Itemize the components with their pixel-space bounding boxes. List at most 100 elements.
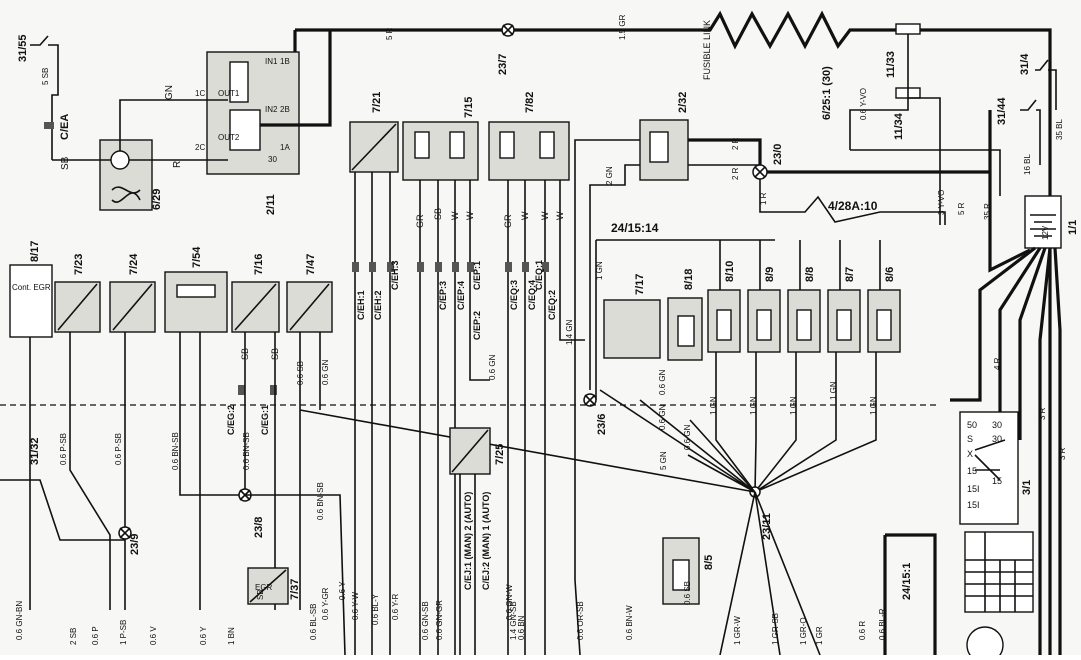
svg-text:W: W: [520, 211, 530, 220]
label-7-15: 7/15: [463, 97, 475, 118]
gn-label: GN: [164, 85, 175, 100]
main-feed-wire: [295, 10, 1052, 655]
svg-text:0.6 P-SB: 0.6 P-SB: [114, 433, 123, 465]
svg-text:0.6 GN: 0.6 GN: [488, 354, 497, 380]
label-7-37: 7/37: [289, 579, 301, 600]
fan-motor-symbol: [110, 150, 130, 170]
label-7-17: 7/17: [634, 274, 646, 295]
svg-text:C/EG:2: C/EG:2: [226, 405, 236, 435]
valve-8-18-coil: [677, 315, 695, 347]
label-7-16: 7/16: [253, 254, 265, 275]
battery-bundle-5: [1053, 247, 1062, 655]
battery-1-1: [1024, 195, 1062, 249]
svg-text:3 R: 3 R: [1058, 447, 1067, 460]
wire-7-82-d: [559, 180, 585, 341]
svg-text:0.6 SB: 0.6 SB: [296, 361, 305, 385]
sensor-7-15-element-2: [449, 131, 465, 159]
label-2-11: 2/11: [265, 194, 277, 215]
injectors: [707, 289, 901, 353]
svg-text:1 GN: 1 GN: [709, 396, 718, 415]
label-8-8: 8/8: [804, 267, 816, 282]
svg-text:W: W: [540, 211, 550, 220]
svg-text:35 R: 35 R: [983, 203, 992, 220]
label-8-6: 8/6: [884, 267, 896, 282]
egr-small-label: EGR: [255, 583, 273, 592]
sensor-7-21-diag: [351, 123, 397, 171]
label-1-1: 1/1: [1067, 220, 1079, 235]
feed-35r: [988, 110, 1031, 273]
svg-text:4 R: 4 R: [993, 357, 1002, 370]
svg-text:15I: 15I: [967, 484, 980, 494]
splice-23-0-cross: [754, 166, 766, 178]
svg-text:0.6 P-SB: 0.6 P-SB: [59, 433, 68, 465]
svg-text:1 P-SB: 1 P-SB: [119, 620, 128, 645]
svg-text:1 GR-W: 1 GR-W: [733, 616, 742, 645]
svg-text:C/EJ:1 (MAN) 2 (AUTO): C/EJ:1 (MAN) 2 (AUTO): [463, 492, 473, 590]
splice-23-6-cross: [584, 394, 596, 406]
label-7-24: 7/24: [128, 253, 140, 275]
svg-text:SB: SB: [240, 348, 250, 360]
label-4-28a-10: 4/28A:10: [828, 199, 878, 213]
svg-text:0.6 BL-R: 0.6 BL-R: [878, 608, 887, 640]
svg-text:5 SB: 5 SB: [41, 68, 50, 85]
svg-text:C/EP:4: C/EP:4: [456, 281, 466, 310]
svg-text:1A: 1A: [280, 143, 290, 152]
sensor-7-15-element-1: [414, 131, 430, 159]
label-7-54: 7/54: [191, 246, 203, 268]
component-labels: 31/55 6/29 2/11 7/21 7/15 7/82 2/32 23/0…: [17, 34, 1079, 600]
label-8-5: 8/5: [703, 555, 715, 570]
label-7-21: 7/21: [371, 92, 383, 113]
sensor-7-25-wires: [459, 474, 476, 655]
svg-text:0.6 BN: 0.6 BN: [517, 615, 526, 640]
svg-text:35 BL: 35 BL: [1055, 119, 1064, 140]
switch-table-grid: [965, 532, 1033, 612]
svg-text:15I: 15I: [967, 500, 980, 510]
wire-31-32: [0, 479, 125, 541]
svg-text:1 GR-O: 1 GR-O: [799, 617, 808, 645]
svg-text:0.6 BN-SB: 0.6 BN-SB: [242, 432, 251, 470]
svg-text:0.6 Y-VO: 0.6 Y-VO: [859, 88, 868, 120]
svg-text:0.6 BN-SB: 0.6 BN-SB: [171, 432, 180, 470]
switch-31-4: [1035, 59, 1057, 110]
svg-text:0.6 GN-BN: 0.6 GN-BN: [15, 601, 24, 640]
svg-text:IN1: IN1: [265, 57, 278, 66]
egr-sensor-diag: [249, 569, 287, 603]
ignition-key-symbol: [966, 626, 1004, 660]
svg-text:OUT2: OUT2: [218, 133, 240, 142]
svg-text:0.6 BL-Y: 0.6 BL-Y: [371, 593, 380, 625]
svg-text:GR: GR: [503, 214, 513, 228]
svg-text:X: X: [967, 449, 973, 459]
svg-text:3 R: 3 R: [1038, 407, 1047, 420]
svg-text:1 GN: 1 GN: [595, 261, 604, 280]
svg-text:S: S: [967, 434, 973, 444]
label-24-15-1: 24/15:1: [901, 563, 913, 600]
label-31-55: 31/55: [17, 34, 29, 62]
sb-label: SB: [60, 156, 71, 170]
lower-sensors: [54, 271, 333, 333]
svg-text:15: 15: [967, 466, 977, 476]
label-8-7: 8/7: [844, 267, 856, 282]
label-3-1: 3/1: [1021, 480, 1033, 495]
svg-text:0.6 GN: 0.6 GN: [321, 359, 330, 385]
svg-text:15: 15: [992, 476, 1002, 486]
label-23-7: 23/7: [497, 54, 509, 75]
relay-2-32-2gn: [589, 164, 640, 390]
injector-wires: [715, 240, 881, 493]
svg-text:1.4 GN: 1.4 GN: [565, 319, 574, 345]
svg-text:C/EJ:2 (MAN) 1 (AUTO): C/EJ:2 (MAN) 1 (AUTO): [481, 492, 491, 590]
svg-text:GR: GR: [415, 214, 425, 228]
sensor-7-82-element-1: [499, 131, 515, 159]
sensor-wire-letters: GR SB W W GR W W W SB SB: [240, 208, 565, 360]
svg-text:0.6 GN: 0.6 GN: [658, 404, 667, 430]
svg-text:C/EG:1: C/EG:1: [260, 405, 270, 435]
svg-text:W: W: [555, 211, 565, 220]
wire-labels: 5 SB 5 R 1.5 GR 0.6 Y-VO 35 BL 16 BL 3 Y…: [15, 14, 1067, 645]
egr-controller-8-17: [9, 264, 53, 338]
sensor-7-17: [603, 299, 661, 359]
label-7-25: 7/25: [494, 444, 506, 465]
relay-2-32-out: [688, 138, 990, 174]
svg-text:SB: SB: [256, 589, 265, 600]
battery-cells: [1030, 214, 1056, 237]
label-6-29: 6/29: [151, 189, 163, 210]
